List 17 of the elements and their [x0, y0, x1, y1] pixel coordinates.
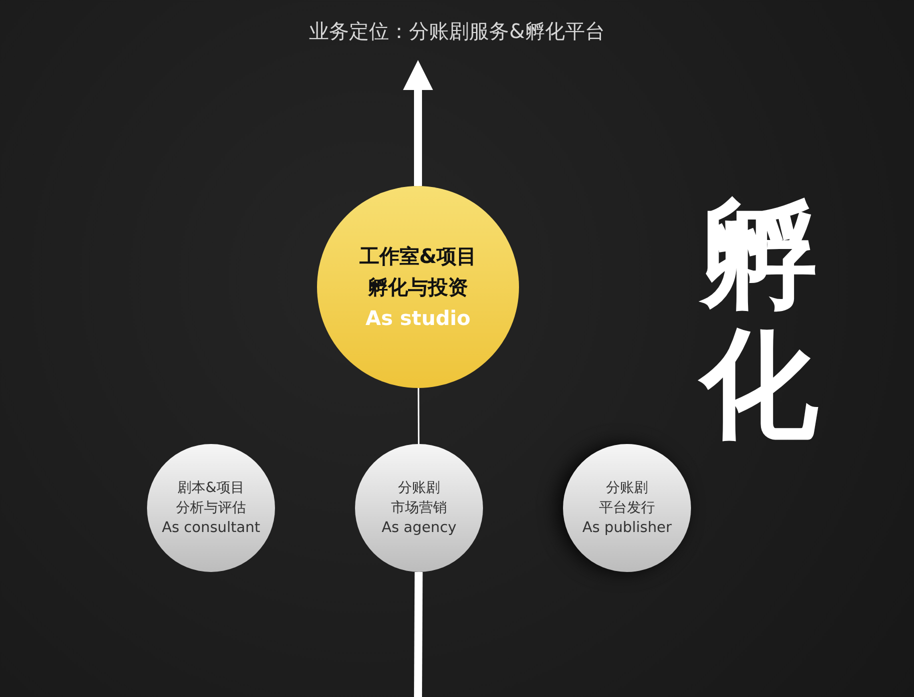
role-label: As studio: [366, 304, 470, 332]
role-text: 分账剧: [606, 479, 648, 498]
role-text: 工作室&项目: [359, 242, 477, 270]
role-label: As consultant: [162, 519, 260, 538]
vertical-heading: 孵化: [700, 190, 818, 450]
role-label: As agency: [382, 519, 456, 538]
role-text: 剧本&项目: [178, 479, 244, 498]
role-label: As publisher: [582, 519, 672, 538]
title: 业务定位：分账剧服务&孵化平台: [308, 18, 606, 45]
connector-line: [414, 572, 423, 697]
role-text: 孵化与投资: [368, 274, 468, 300]
role-text: 平台发行: [599, 499, 655, 518]
role-text: 市场营销: [391, 499, 447, 518]
connector-line: [418, 388, 420, 444]
role-text: 分析与评估: [176, 499, 246, 518]
arrow: [403, 60, 433, 186]
role-text: 分账剧: [398, 479, 440, 498]
